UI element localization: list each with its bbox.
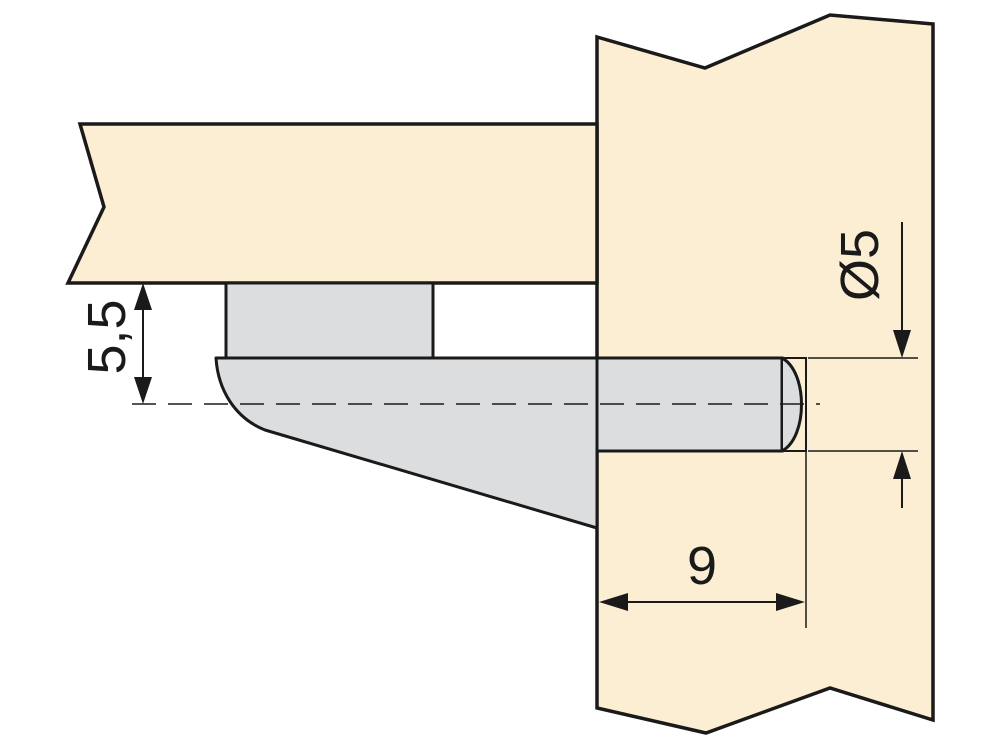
shelf-board [65, 122, 599, 285]
support-bracket [214, 356, 599, 530]
height-dimension-label: 5,5 [77, 299, 137, 374]
diameter-dimension-label: Ø5 [830, 229, 890, 301]
support-block [224, 281, 435, 360]
diameter-dimension: Ø5 [808, 222, 918, 508]
depth-dimension: 9 [599, 451, 807, 628]
height-dimension: 5,5 [77, 282, 226, 404]
depth-dimension-label: 9 [687, 536, 717, 596]
